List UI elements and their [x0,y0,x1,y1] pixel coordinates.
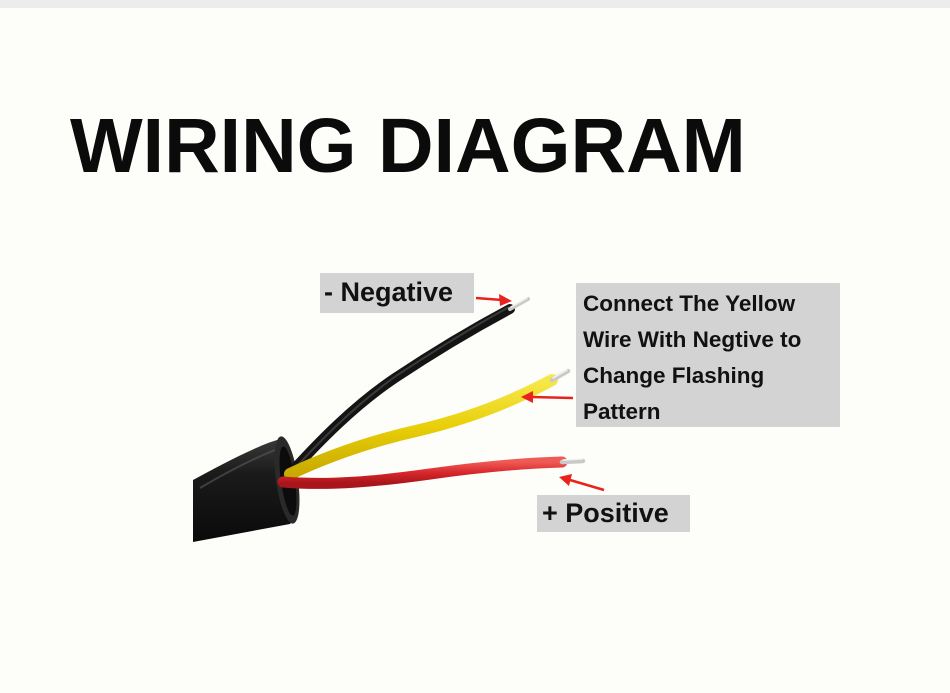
arrow-positive [559,474,605,492]
negative-label: - Negative [320,273,474,313]
black-wire [281,297,530,483]
note-line-2: Wire With Negtive to [583,327,802,352]
note-line-3: Change Flashing [583,363,765,388]
red-wire [277,456,586,489]
cable-sheath [193,436,300,542]
top-bar [0,0,950,8]
positive-label: + Positive [537,495,690,532]
note-line-4: Pattern [583,399,661,424]
yellow-wire [284,368,571,480]
note-line-1: Connect The Yellow [583,291,796,316]
page-title: WIRING DIAGRAM [70,103,746,189]
instruction-note: Connect The Yellow Wire With Negtive to … [576,283,840,427]
arrow-yellow [521,391,574,403]
arrow-negative [475,294,512,306]
